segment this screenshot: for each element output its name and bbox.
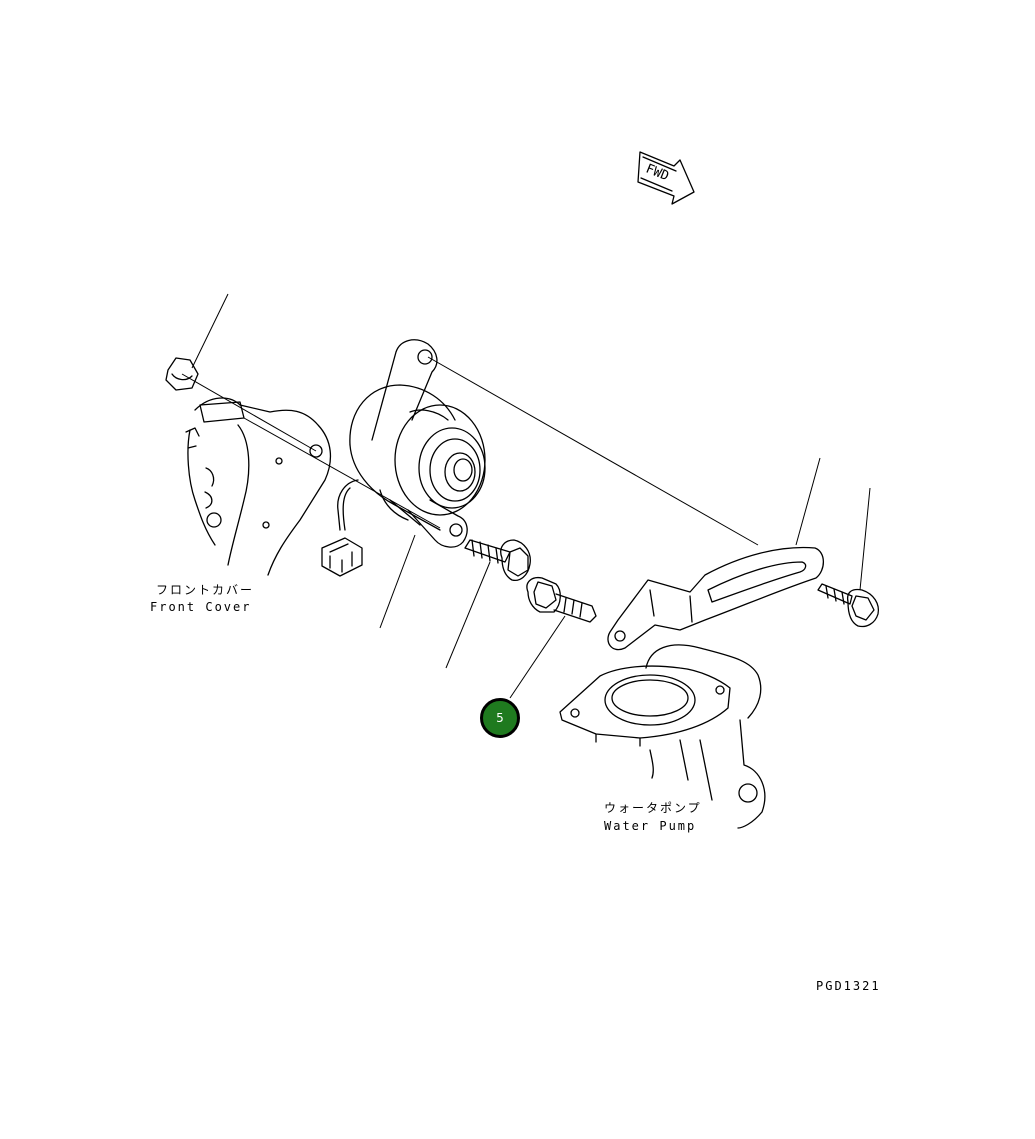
adjust-bracket-part (607, 546, 825, 651)
bracket-bolt-part (817, 583, 880, 628)
water-pump-label-jp: ウォータポンプ (604, 801, 702, 815)
fwd-arrow-icon: FWD (637, 151, 695, 205)
pivot-bolt-part (464, 539, 531, 582)
drawing-code: PGD1321 (816, 979, 881, 993)
adjust-bolt-part (526, 576, 597, 623)
front-cover-label-en: Front Cover (150, 600, 252, 614)
alternator-part (349, 339, 486, 548)
water-pump-label-en: Water Pump (604, 819, 697, 833)
water-pump-part (559, 644, 766, 829)
harness-connector-part (321, 479, 363, 577)
front-cover-label-jp: フロントカバー (156, 583, 255, 597)
leader-lines (181, 293, 871, 699)
part-callout-5[interactable]: 5 (480, 698, 520, 738)
front-cover-part (185, 397, 332, 576)
